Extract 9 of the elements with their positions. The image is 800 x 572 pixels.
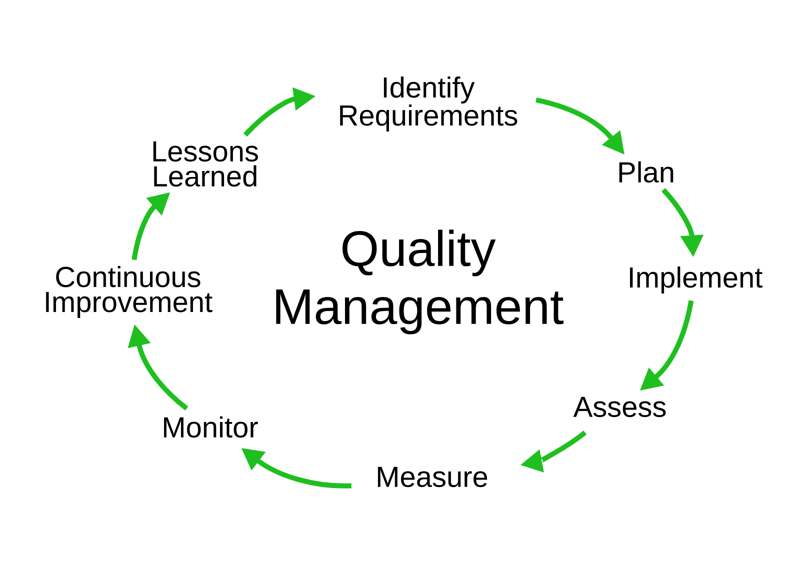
title: Quality Management bbox=[276, 230, 564, 334]
step-label: Continuous Improvement bbox=[46, 266, 212, 318]
step-label: Identify Requirements bbox=[340, 76, 518, 132]
step-label: Measure bbox=[378, 466, 488, 488]
step-label: Lessons Learned bbox=[153, 141, 258, 187]
step-label: Assess bbox=[573, 396, 666, 418]
step-label: Plan bbox=[619, 161, 674, 183]
step-label: Monitor bbox=[164, 416, 258, 438]
step-label: Implement bbox=[630, 266, 762, 294]
